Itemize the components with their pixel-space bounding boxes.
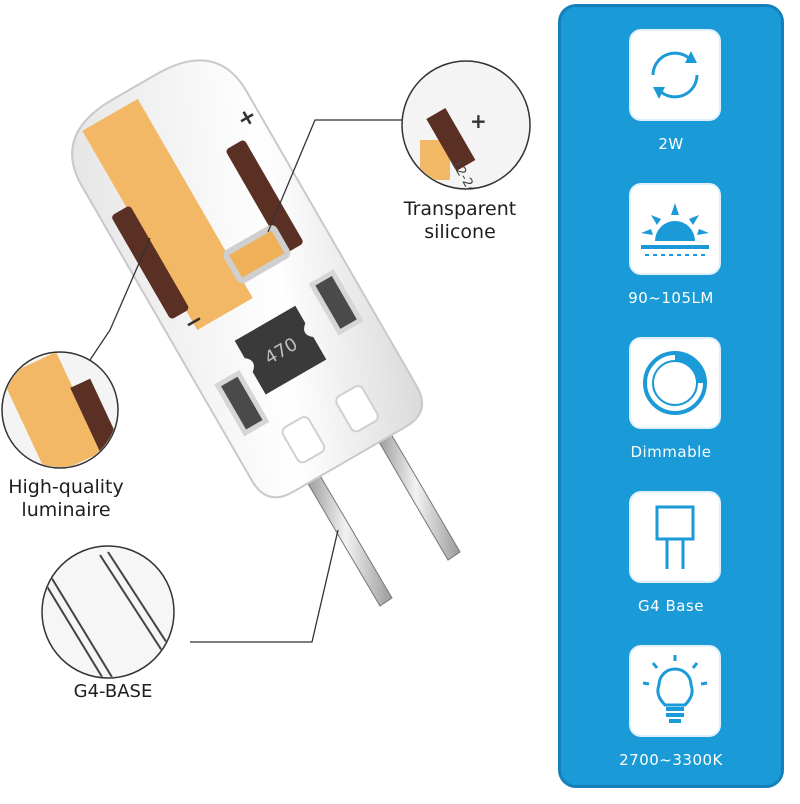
feature-label-lumens: 90~105LM [628, 289, 714, 307]
feature-label-color-temp: 2700~3300K [619, 751, 723, 769]
feature-box-power [631, 31, 719, 119]
feature-box-dimmable [631, 339, 719, 427]
zoom-base [41, 545, 175, 679]
callout-high-quality-luminaire: High-quality luminaire [0, 476, 132, 522]
feature-label-dimmable: Dimmable [630, 443, 712, 461]
svg-text:+: + [470, 109, 487, 133]
callout-line-2: silicone [424, 221, 496, 243]
dimmer-icon [643, 351, 707, 415]
callout-line-1: Transparent [403, 198, 517, 220]
refresh-icon [651, 51, 699, 99]
feature-box-color-temp [631, 647, 719, 735]
callout-transparent-silicone: Transparent silicone [390, 198, 530, 244]
callout-line-2: luminaire [21, 499, 111, 521]
bulb-body: 470 + − [71, 59, 424, 499]
feature-box-lumens [631, 185, 719, 273]
callout-g4-base: G4-BASE [73, 681, 153, 702]
feature-box-base [631, 493, 719, 581]
lightbulb-icon [642, 655, 708, 723]
callout-line-1: High-quality [8, 476, 124, 498]
led-strip [82, 98, 253, 331]
leader-lines [89, 119, 410, 643]
feature-label-base: G4 Base [638, 597, 704, 615]
chip-470: 470 [234, 305, 327, 395]
zoom-silicone: 12-24V + [401, 60, 531, 190]
zoom-luminaire [1, 351, 119, 469]
features-panel: 2W 90~105LM Dimmable [558, 4, 784, 788]
sunrise-icon [641, 203, 709, 256]
g4-base-icon [655, 505, 695, 569]
feature-label-power: 2W [658, 135, 684, 153]
